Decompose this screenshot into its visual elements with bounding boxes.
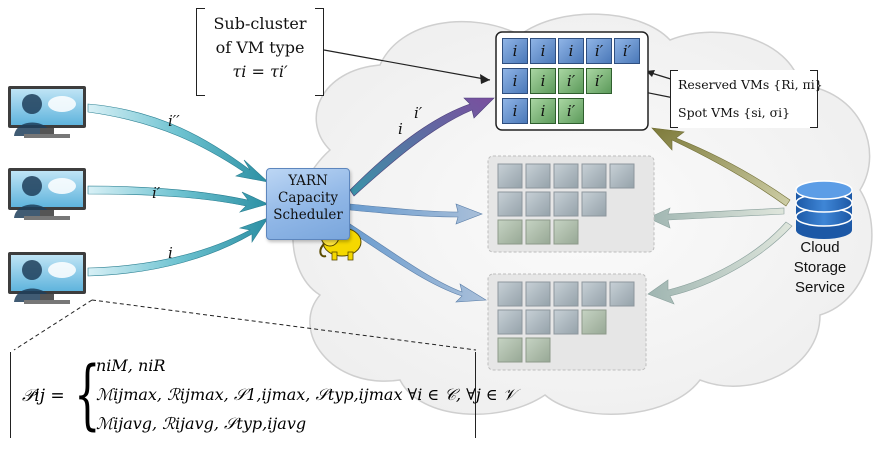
arrow-storage-to-cluster1 <box>651 127 791 207</box>
formula-row-2: ℳijmax, ℛijmax, 𝒮1,ijmax, 𝒮typ,ijmax ∀i … <box>96 385 517 404</box>
vm-reserved: i <box>502 38 528 64</box>
vm-spot: i′ <box>558 68 584 94</box>
flow-label-out-iprime: i′ <box>414 104 423 122</box>
flow-label-out-i: i <box>398 120 403 138</box>
cluster-2-vms <box>497 163 635 245</box>
callout-line-3: τi = τi′ <box>232 62 288 81</box>
arrow-scheduler-to-cluster3 <box>347 223 487 303</box>
yarn-capacity-scheduler: YARN Capacity Scheduler <box>266 168 350 240</box>
flow-label-user3: i <box>168 244 173 262</box>
formula-frame <box>10 352 476 438</box>
cloud-storage-label: Cloud Storage Service <box>782 238 858 298</box>
formula-brace: { <box>74 349 101 438</box>
scheduler-line-1: YARN <box>288 173 328 189</box>
vm-spot: i′ <box>558 98 584 124</box>
user-workstation-1 <box>8 86 86 138</box>
user-workstation-3 <box>8 252 86 304</box>
performance-profile-formula: 𝒫ij = { niM, niR ℳijmax, ℛijmax, 𝒮1,ijma… <box>10 349 516 440</box>
cluster-1-vm-grid: i i i i′ i′ i i i′ i′ i i i′ <box>502 38 644 128</box>
vm-spot: i′ <box>586 68 612 94</box>
database-icon <box>795 180 853 239</box>
legend-reserved: Reserved VMs {Ri, πi} <box>678 77 823 92</box>
formula-leader-right <box>91 299 477 351</box>
storage-line-3: Service <box>794 279 846 296</box>
legend-spot: Spot VMs {si, σi} <box>678 105 791 120</box>
callout-line-2: of VM type <box>215 38 305 57</box>
arrow-scheduler-to-cluster2 <box>349 203 483 225</box>
vm-spot: i <box>530 98 556 124</box>
vm-reserved: i <box>502 68 528 94</box>
formula-leader-left <box>13 299 93 351</box>
vm-reserved: i <box>502 98 528 124</box>
user-workstation-2 <box>8 168 86 220</box>
arrow-storage-to-cluster3 <box>647 221 793 305</box>
scheduler-line-3: Scheduler <box>273 207 343 223</box>
callout-bracket-left <box>196 8 205 96</box>
formula-row-1: niM, niR <box>96 356 166 375</box>
callout-line-1: Sub-cluster <box>213 14 307 33</box>
arrow-scheduler-to-cluster1 <box>349 97 495 197</box>
storage-line-1: Cloud <box>800 239 840 256</box>
vm-reserved: i′ <box>586 38 612 64</box>
vm-reserved: i <box>558 38 584 64</box>
storage-line-2: Storage <box>793 259 847 276</box>
formula-row-3: ℳijavg, ℛijavg, 𝒮typ,ijavg <box>96 414 307 433</box>
vm-reserved: i′ <box>614 38 640 64</box>
flow-label-user2: i′ <box>152 184 161 202</box>
sub-cluster-callout: Sub-cluster of VM type τi = τi′ <box>196 8 324 96</box>
legend-bracket-right <box>810 70 818 128</box>
scheduler-line-2: Capacity <box>278 190 338 206</box>
arrow-user3-to-scheduler <box>87 217 269 277</box>
flow-label-user1: i′′ <box>168 112 180 130</box>
cluster-3-vms <box>497 281 635 363</box>
arrow-user1-to-scheduler <box>87 103 269 183</box>
legend-bracket-left <box>670 70 678 128</box>
vm-legend: Reserved VMs {Ri, πi} Spot VMs {si, σi} <box>670 70 823 128</box>
formula-lhs: 𝒫ij = <box>22 386 65 406</box>
arrow-storage-to-cluster2 <box>647 207 785 229</box>
callout-bracket-right <box>315 8 324 96</box>
vm-spot: i <box>530 68 556 94</box>
arrow-user2-to-scheduler <box>87 185 269 213</box>
vm-reserved: i <box>530 38 556 64</box>
callout-leader-line <box>323 49 491 81</box>
